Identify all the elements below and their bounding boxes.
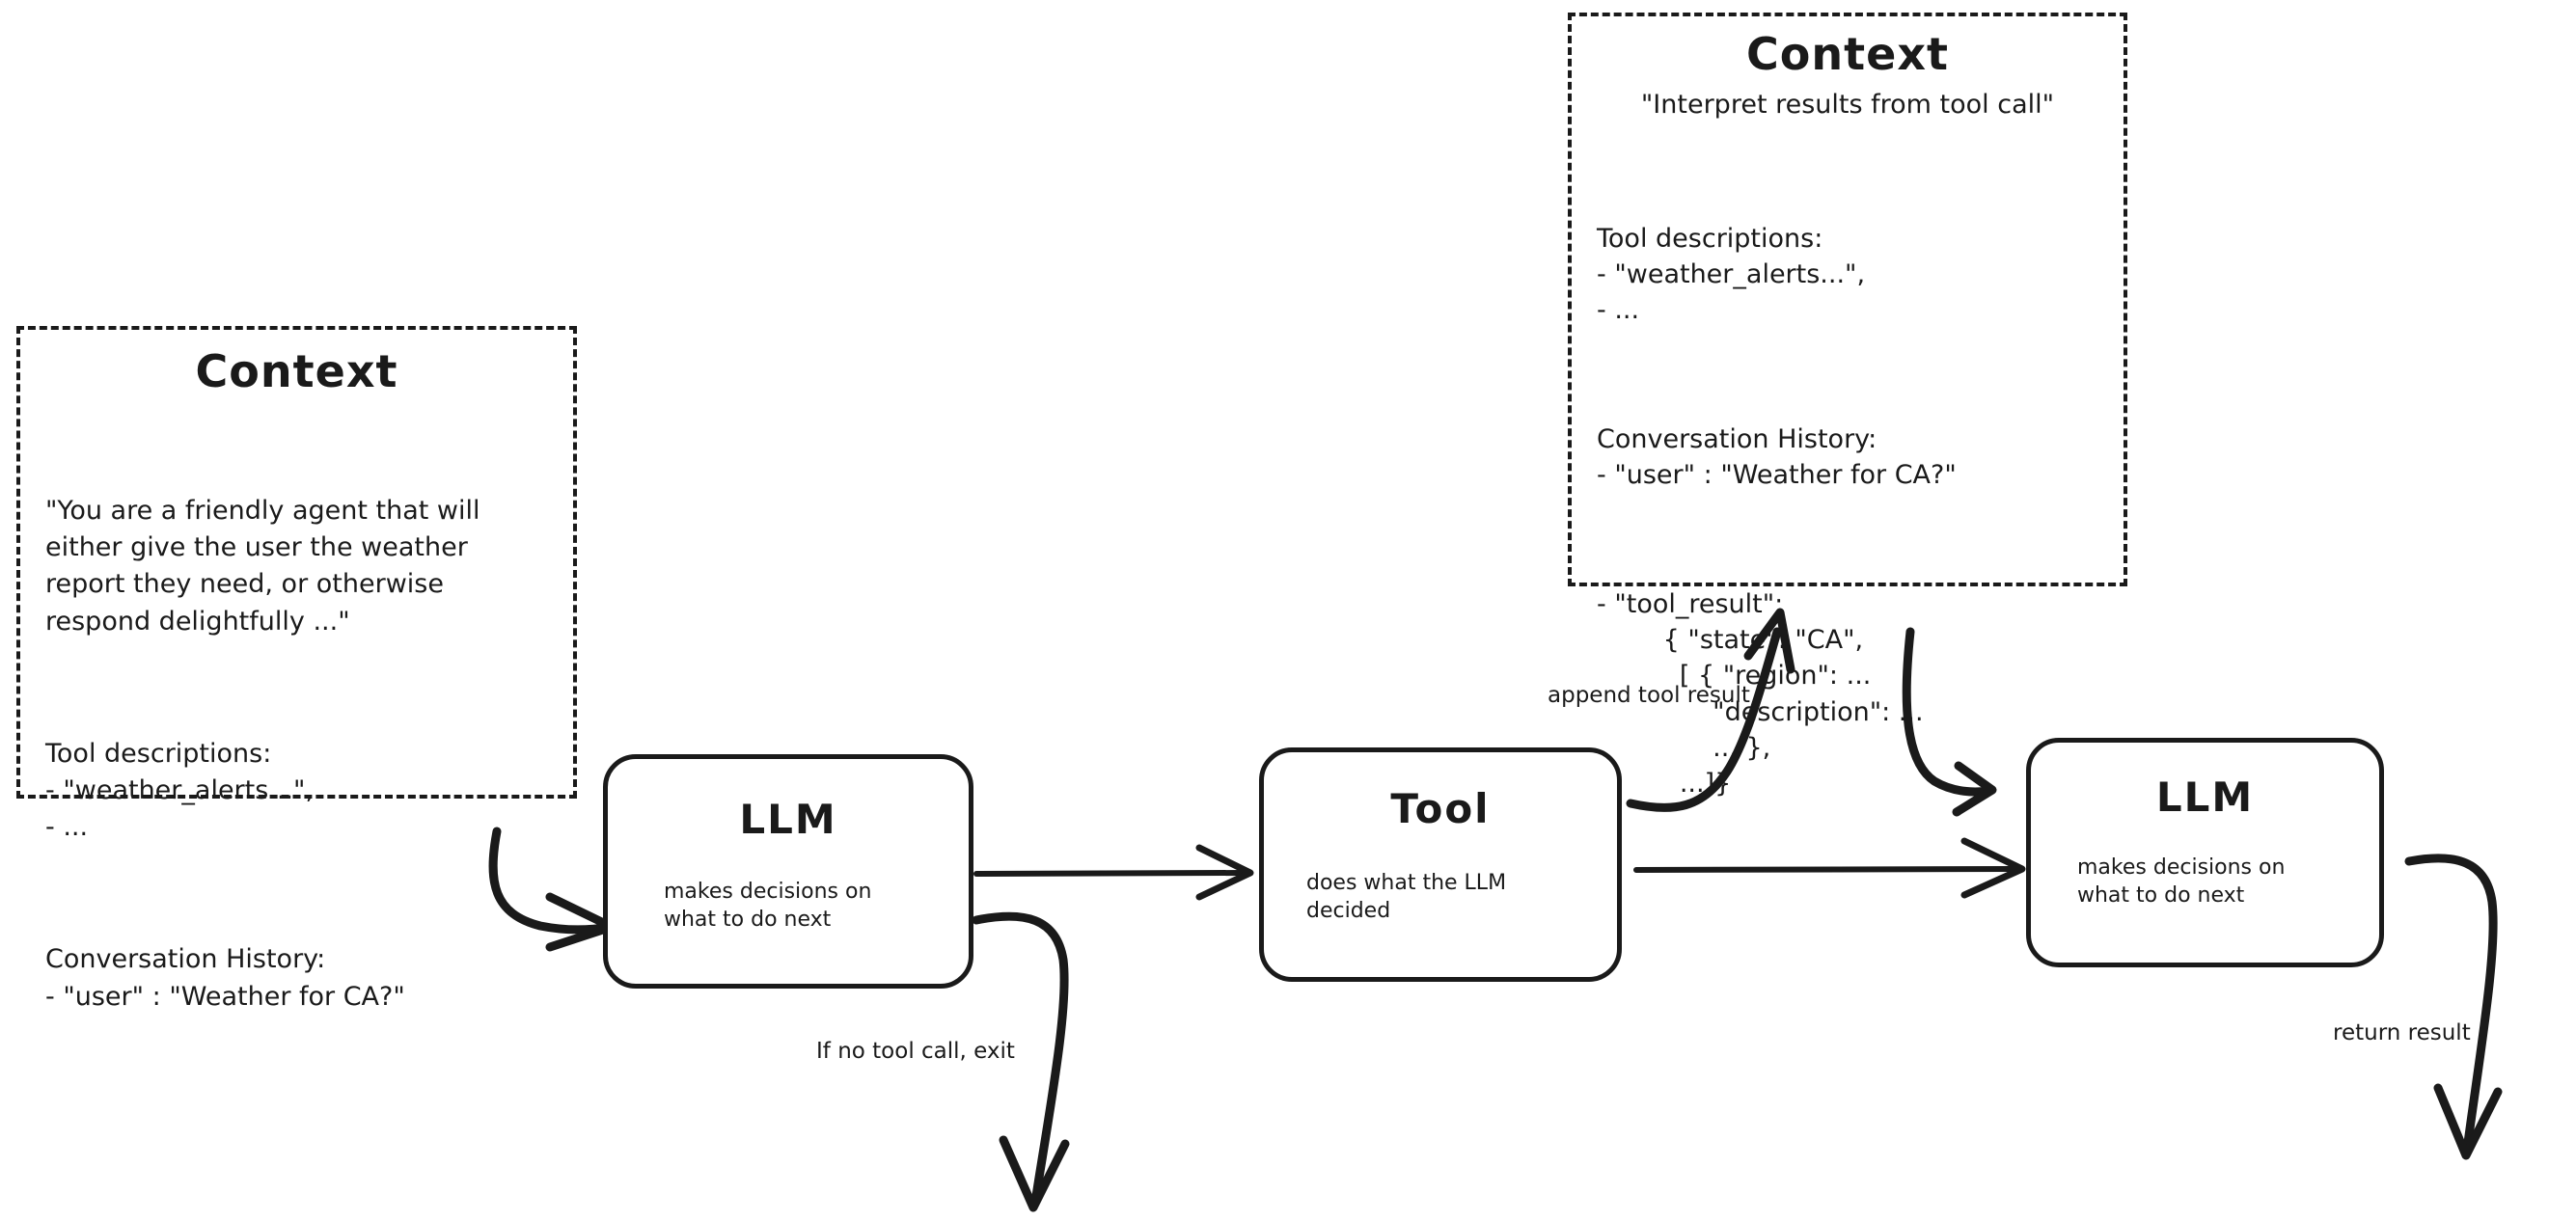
edge-label-return-result: return result xyxy=(2333,1020,2471,1045)
context-right-tools-heading: Tool descriptions: xyxy=(1597,223,1823,254)
node-llm-1-subtitle: makes decisions on what to do next xyxy=(664,880,872,933)
context-box-left: Context "You are a friendly agent that w… xyxy=(16,326,577,1012)
context-right-title: Context xyxy=(1746,28,1949,80)
context-left-history-items: - "user" : "Weather for CA?" xyxy=(45,981,405,1012)
context-right-body: Tool descriptions: - "weather_alerts..."… xyxy=(1597,149,2098,874)
context-left-body: "You are a friendly agent that will eith… xyxy=(45,419,548,1090)
node-tool-subtitle: does what the LLM decided xyxy=(1306,871,1507,924)
edge-label-if-no-tool-call-exit: If no tool call, exit xyxy=(816,1039,1015,1064)
context-right-history-heading: Conversation History: xyxy=(1597,423,1877,454)
context-right-tools-items: - "weather_alerts...", - ... xyxy=(1597,258,1866,325)
node-tool-title: Tool xyxy=(1390,785,1491,832)
edge-llm2-return xyxy=(2404,854,2503,1160)
node-tool[interactable]: Tool does what the LLM decided xyxy=(1259,747,1622,982)
context-right-system-prompt: "Interpret results from tool call" xyxy=(1640,90,2055,120)
node-llm-1[interactable]: LLM makes decisions on what to do next xyxy=(603,754,973,989)
context-right-history: Conversation History: - "user" : "Weathe… xyxy=(1597,421,2098,494)
context-left-system-prompt: "You are a friendly agent that will eith… xyxy=(45,495,489,637)
context-left-title: Context xyxy=(195,345,398,397)
context-left-tools: Tool descriptions: - "weather_alerts..."… xyxy=(45,736,548,847)
node-llm-2-title: LLM xyxy=(2155,773,2255,821)
context-box-right: Context "Interpret results from tool cal… xyxy=(1568,13,2127,799)
node-llm-2-subtitle: makes decisions on what to do next xyxy=(2077,855,2286,909)
node-llm-2[interactable]: LLM makes decisions on what to do next xyxy=(2026,738,2384,967)
context-right-tool-result: - "tool_result": { "state": "CA", [ { "r… xyxy=(1597,588,1924,799)
node-llm-1-title: LLM xyxy=(739,796,837,843)
context-right-history-items: - "user" : "Weather for CA?" xyxy=(1597,460,1957,490)
edge-llm1-to-tool xyxy=(973,844,1254,901)
context-left-history-heading: Conversation History: xyxy=(45,944,326,975)
context-right-tools: Tool descriptions: - "weather_alerts..."… xyxy=(1597,221,2098,329)
edge-label-append-tool-result: append tool result xyxy=(1548,683,1750,708)
context-left-history: Conversation History: - "user" : "Weathe… xyxy=(45,941,548,1016)
context-left-tools-items: - "weather_alerts...", - ... xyxy=(45,774,315,843)
context-left-tools-heading: Tool descriptions: xyxy=(45,738,272,769)
